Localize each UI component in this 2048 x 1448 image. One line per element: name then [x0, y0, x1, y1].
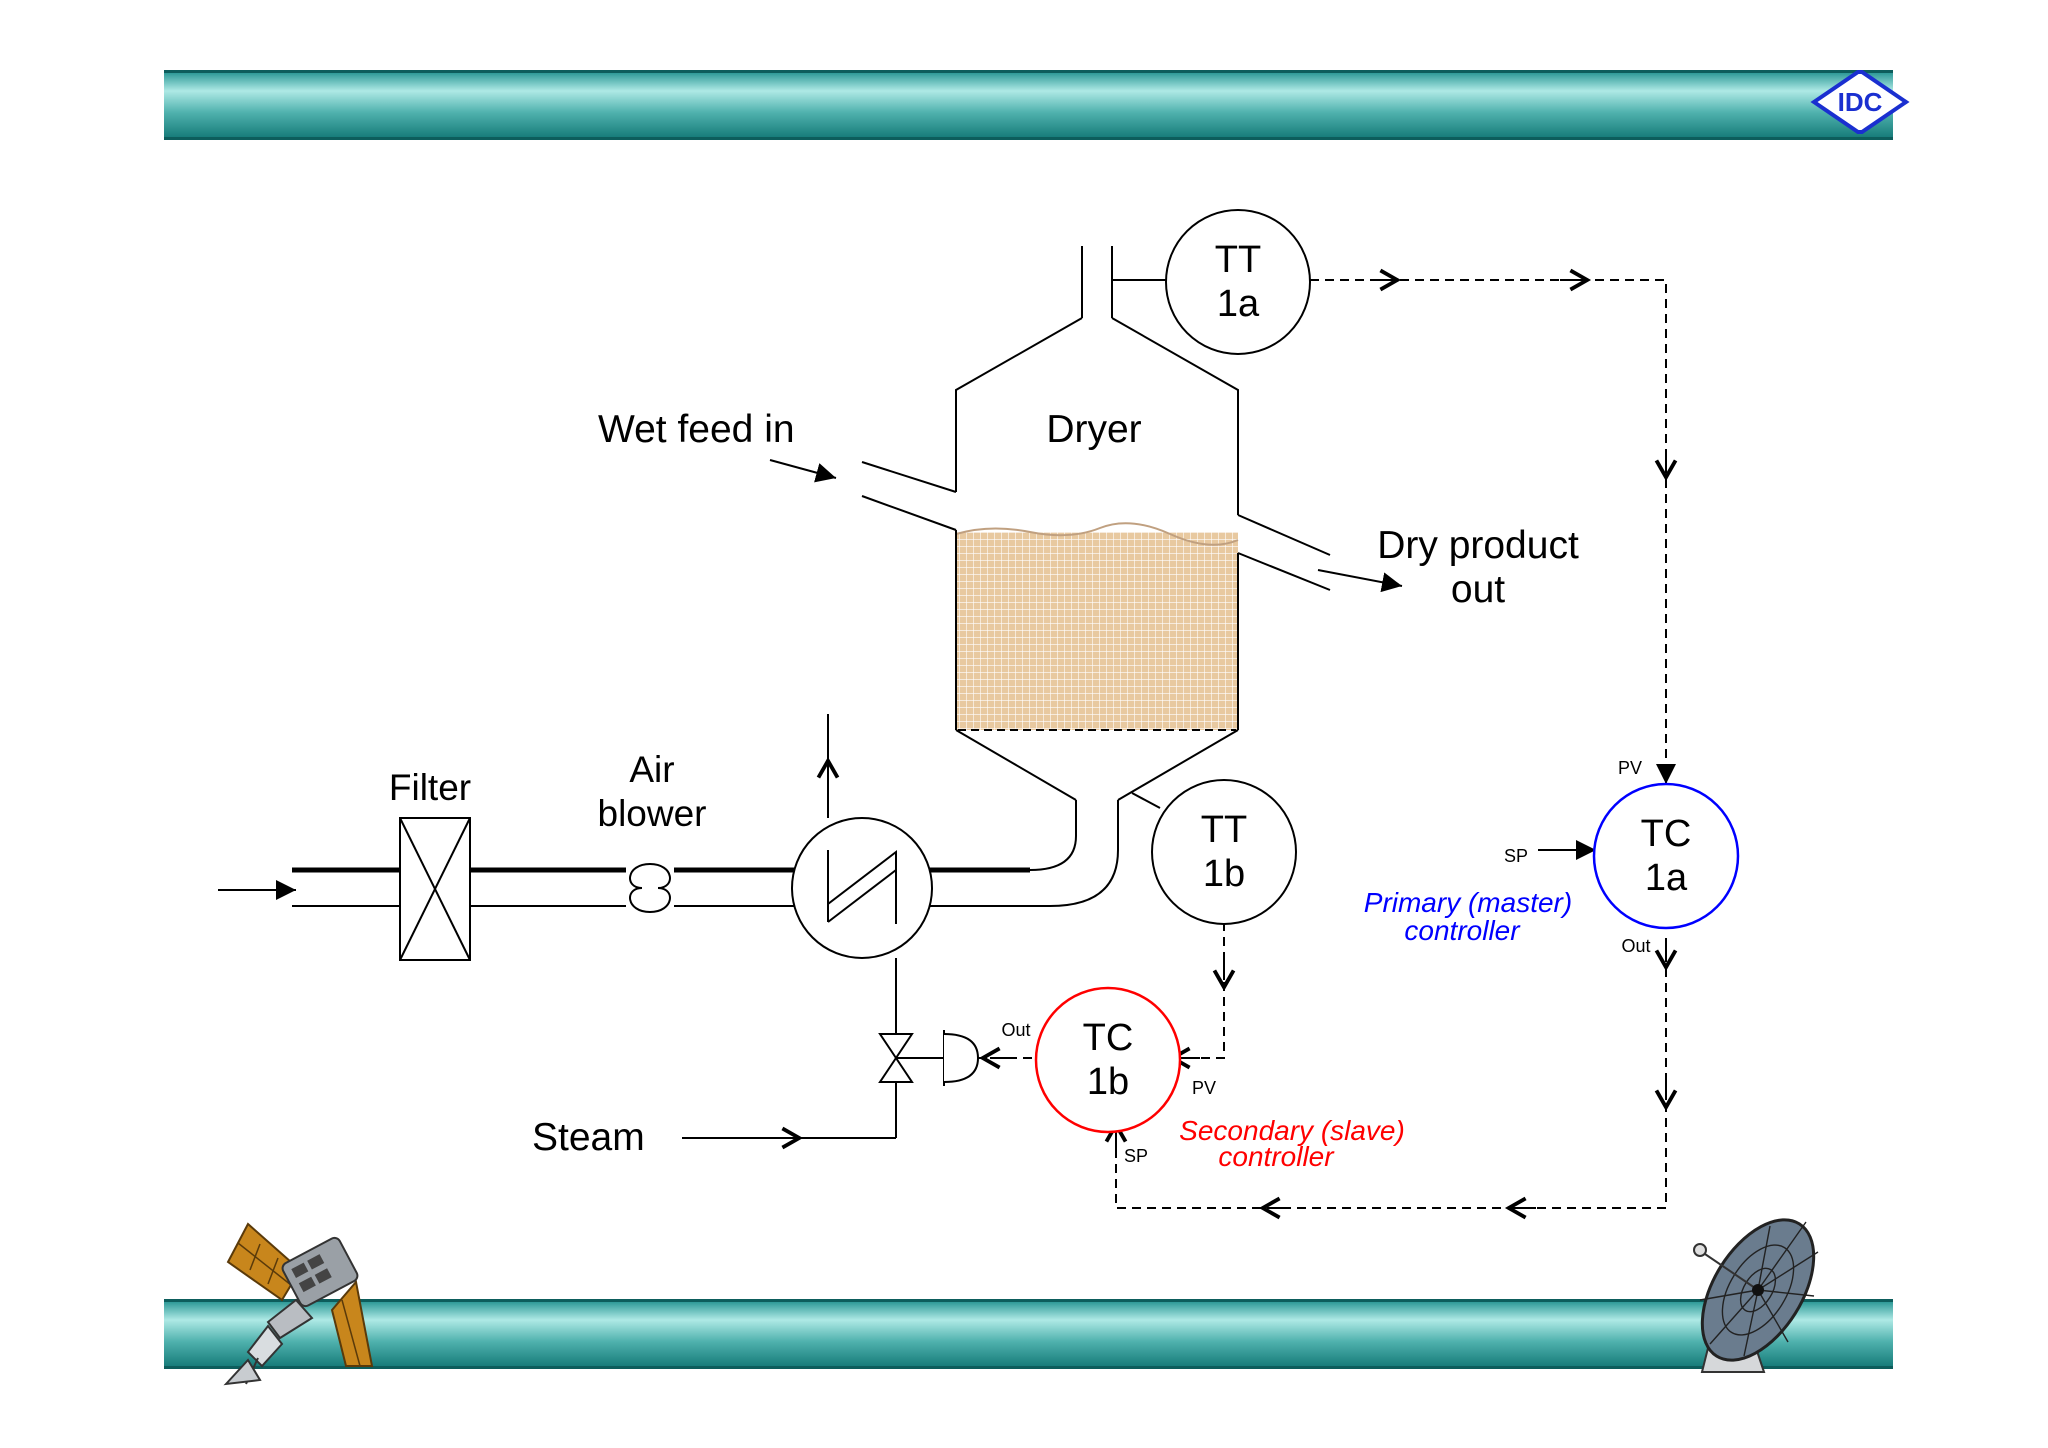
primary-controller-caption-line1: Primary (master) — [1364, 887, 1572, 918]
satellite-icon — [223, 1222, 374, 1386]
header-band — [164, 70, 1893, 140]
air-pipe — [218, 867, 1050, 907]
tc1b-label-line2: 1b — [1087, 1061, 1129, 1103]
air-blower-label-line1: Air — [629, 749, 674, 790]
signal-arrowheads — [978, 268, 1678, 1220]
tt1a-label-line2: 1a — [1217, 283, 1260, 325]
air-blower-label-line2: blower — [598, 793, 707, 834]
secondary-controller-caption-line2: controller — [1218, 1141, 1335, 1172]
idc-logo-text: IDC — [1838, 87, 1883, 117]
tc1a-out-label: Out — [1621, 936, 1650, 956]
product-bed — [956, 532, 1238, 730]
tc1a-sp-label: SP — [1504, 846, 1528, 866]
idc-logo: IDC — [1810, 70, 1910, 134]
filter-label: Filter — [389, 767, 471, 808]
dry-product-label-line2: out — [1451, 568, 1505, 611]
filter-icon — [399, 817, 471, 961]
dryer-label: Dryer — [1046, 408, 1141, 451]
tc1a-pv-label: PV — [1618, 758, 1642, 778]
tc1b-pv-label: PV — [1192, 1078, 1216, 1098]
wet-feed-label: Wet feed in — [598, 408, 795, 451]
tc1b-label-line1: TC — [1083, 1017, 1134, 1059]
dry-product-label-line1: Dry product — [1377, 524, 1579, 567]
wet-feed-arrow — [769, 459, 837, 483]
tc1a-label-line1: TC — [1641, 813, 1692, 855]
tt1a-transmitter: TT 1a — [1165, 209, 1311, 355]
heat-exchanger-icon — [791, 714, 933, 1034]
tc1b-secondary-controller: TC 1b — [1034, 986, 1182, 1134]
satellite-dish-icon — [1693, 1218, 1819, 1373]
secondary-controller-caption-line1: Secondary (slave) — [1179, 1115, 1405, 1146]
tc1a-primary-controller: TC 1a — [1592, 782, 1740, 930]
air-blower-icon — [629, 862, 671, 914]
tc1b-out-label: Out — [1001, 1020, 1030, 1040]
tt1a-label-line1: TT — [1215, 239, 1261, 281]
process-arrows — [769, 459, 1403, 593]
steam-control-valve — [682, 1030, 980, 1150]
tc1a-label-line2: 1a — [1645, 857, 1688, 899]
tt1b-transmitter: TT 1b — [1151, 779, 1297, 925]
tt1b-label-line2: 1b — [1203, 853, 1245, 895]
footer-band — [164, 1299, 1893, 1369]
tc1b-sp-label: SP — [1124, 1146, 1148, 1166]
steam-label: Steam — [532, 1116, 645, 1159]
dryer-vessel — [861, 246, 1331, 907]
primary-controller-caption-line2: controller — [1404, 915, 1521, 946]
tt1b-label-line1: TT — [1201, 809, 1247, 851]
dry-product-arrow — [1317, 569, 1403, 593]
